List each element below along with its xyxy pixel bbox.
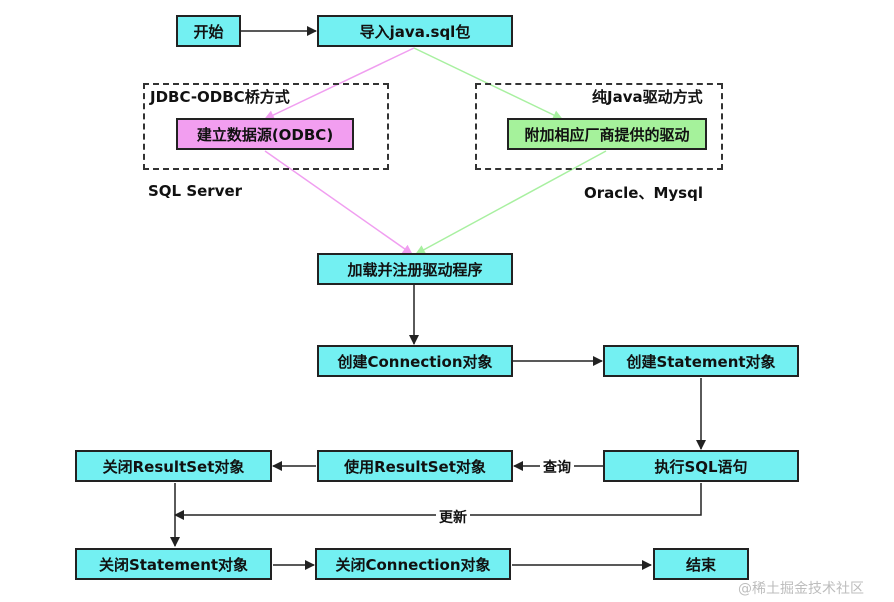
node-create-connection[interactable]: 创建Connection对象: [317, 345, 513, 377]
node-start[interactable]: 开始: [176, 15, 241, 47]
node-create-statement[interactable]: 创建Statement对象: [603, 345, 799, 377]
label-sql-server: SQL Server: [148, 182, 243, 200]
edge-execute-update: [174, 483, 702, 520]
group-pure-java: [475, 83, 723, 170]
edge-label-update: 更新: [436, 507, 470, 527]
group-jdbc-odbc: [143, 83, 389, 170]
node-import-java-sql[interactable]: 导入java.sql包: [317, 15, 513, 47]
node-load-register-driver[interactable]: 加载并注册驱动程序: [317, 253, 513, 285]
group-pure-java-label: 纯Java驱动方式: [592, 88, 703, 106]
node-create-datasource[interactable]: 建立数据源(ODBC): [176, 118, 354, 150]
node-close-resultset[interactable]: 关闭ResultSet对象: [75, 450, 272, 482]
group-jdbc-odbc-label: JDBC-ODBC桥方式: [150, 88, 290, 106]
node-close-connection[interactable]: 关闭Connection对象: [315, 548, 511, 580]
node-use-resultset[interactable]: 使用ResultSet对象: [317, 450, 513, 482]
node-execute-sql[interactable]: 执行SQL语句: [603, 450, 799, 482]
node-attach-vendor-driver[interactable]: 附加相应厂商提供的驱动: [507, 118, 707, 150]
edge-label-query: 查询: [540, 457, 574, 477]
node-end[interactable]: 结束: [653, 548, 749, 580]
node-close-statement[interactable]: 关闭Statement对象: [75, 548, 272, 580]
label-oracle-mysql: Oracle、Mysql: [584, 184, 703, 202]
watermark: @稀土掘金技术社区: [738, 581, 864, 597]
